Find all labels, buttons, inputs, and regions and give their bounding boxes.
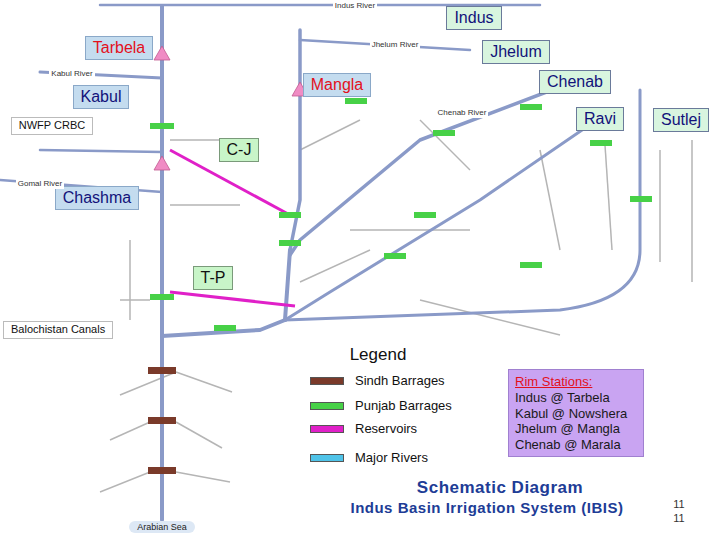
river-box: Chenab (539, 70, 611, 93)
barrage-symbol (345, 98, 367, 104)
reservoir-symbol (154, 156, 170, 170)
barrage-symbol (150, 294, 174, 300)
river-label: Kabul River (49, 69, 94, 78)
canal (350, 229, 470, 231)
page-number: 11 (671, 512, 686, 525)
punjab-barrages (150, 98, 652, 331)
canal-lines (100, 120, 692, 492)
canal (120, 372, 176, 395)
box-label: Sutlej (661, 110, 701, 129)
rim-stations-box: Rim Stations:Indus @ Tarbela Kabul @ Now… (508, 369, 644, 458)
box-label: C-J (227, 140, 252, 159)
panjnad-river (162, 320, 285, 336)
legend-heading: Legend (348, 345, 409, 365)
box-label: Chenab (547, 72, 603, 91)
legend-label: Punjab Barrages (355, 399, 452, 414)
canal (691, 140, 693, 282)
box-label: Kabul (81, 87, 122, 106)
canal (120, 299, 150, 301)
river-box: Kabul (73, 85, 130, 108)
river-box: Jhelum (482, 40, 550, 63)
barrage-symbol (214, 325, 236, 331)
barrage-symbol (414, 212, 436, 218)
jhelum-branch (300, 40, 470, 50)
box-label: T-P (201, 268, 226, 287)
canal (300, 120, 360, 150)
canal (110, 422, 150, 440)
canal-box: NWFP CRBC (11, 117, 93, 134)
barrage-symbol (384, 253, 406, 259)
canal (176, 422, 222, 448)
barrage-symbol (279, 212, 301, 218)
legend-swatch (310, 454, 344, 462)
canal (129, 240, 131, 320)
barrage-symbol (148, 367, 176, 374)
canal (420, 300, 560, 335)
box-label: NWFP CRBC (19, 119, 85, 132)
link-canal-box: T-P (193, 266, 234, 289)
barrage-symbol (279, 240, 301, 246)
sea-label: Arabian Sea (129, 521, 195, 533)
canal (176, 372, 232, 392)
reservoir-box: Tarbela (85, 36, 153, 59)
river-box: Ravi (576, 107, 624, 130)
link-canals (170, 150, 295, 306)
barrage-symbol (150, 123, 174, 129)
legend-label: Sindh Barrages (355, 374, 445, 389)
reservoir-box: Mangla (303, 73, 371, 96)
river-box: Sutlej (653, 108, 709, 131)
river-label: Indus River (333, 1, 377, 10)
canal (176, 472, 230, 482)
tp-link-canal (170, 292, 295, 306)
barrage-symbol (433, 130, 455, 136)
river-label: Jhelum River (370, 40, 421, 49)
sutlej-river (285, 90, 640, 320)
canal (170, 204, 240, 206)
box-body: Indus @ Tarbela Kabul @ Nowshera Jhelum … (515, 390, 637, 452)
legend-swatch (310, 402, 344, 410)
barrage-symbol (520, 262, 542, 268)
barrage-symbol (630, 196, 652, 202)
box-label: Indus (454, 8, 493, 27)
kurram-river (40, 150, 162, 152)
canal (100, 472, 150, 492)
canal (540, 150, 560, 250)
reservoir-markers (154, 46, 308, 170)
river-lines (0, 5, 640, 520)
chenab-trunk (285, 250, 290, 320)
box-label: Ravi (584, 109, 616, 128)
indus-river (160, 6, 164, 520)
canal (659, 150, 661, 262)
legend-label: Major Rivers (355, 451, 428, 466)
river-label: Gomal River (16, 179, 64, 188)
river-box: Indus (446, 6, 501, 29)
reservoir-box: Chashma (55, 186, 139, 209)
box-label: Tarbela (93, 38, 145, 57)
page-number: 11 (671, 498, 686, 511)
diagram-caption: Indus Basin Irrigation System (IBIS) (350, 499, 623, 516)
reservoir-symbol (154, 46, 170, 60)
barrage-symbol (520, 104, 542, 110)
box-label: Jhelum (490, 42, 542, 61)
ravi-river (285, 128, 585, 320)
legend-swatch (310, 377, 344, 385)
barrage-symbol (148, 467, 176, 474)
diagram-title: Schematic Diagram (417, 478, 583, 498)
box-label: Mangla (311, 75, 363, 94)
box-label: Chashma (63, 188, 131, 207)
sindh-barrages (148, 367, 176, 474)
river-label: Chenab River (436, 108, 489, 117)
barrage-symbol (148, 417, 176, 424)
box-label: Balochistan Canals (11, 323, 105, 336)
barrage-symbol (590, 140, 612, 146)
canal (300, 250, 370, 282)
box-heading: Rim Stations: (515, 374, 637, 390)
legend-label: Reservoirs (355, 422, 417, 437)
legend-swatch (310, 425, 344, 433)
link-canal-box: C-J (219, 138, 260, 161)
canal (420, 120, 470, 170)
canal (605, 145, 612, 250)
canal-box: Balochistan Canals (3, 321, 113, 338)
